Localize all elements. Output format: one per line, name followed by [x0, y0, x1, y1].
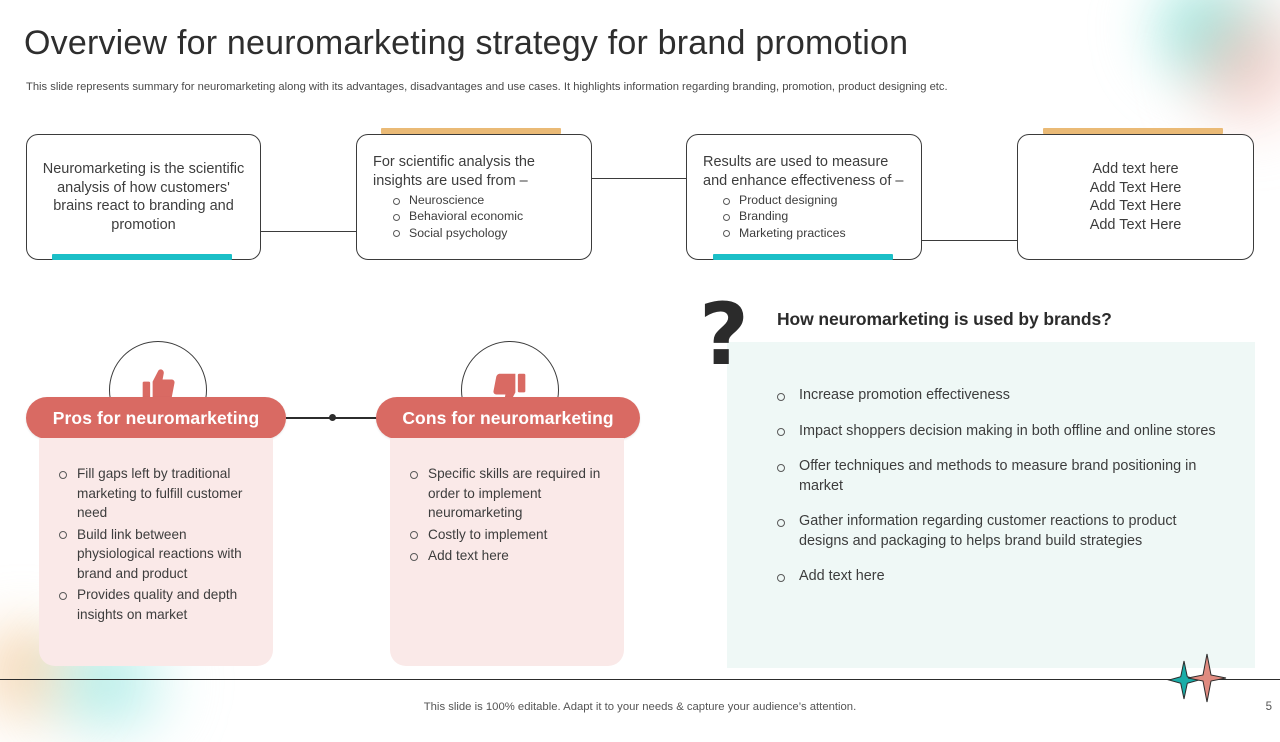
pros-body: Fill gaps left by traditional marketing … [39, 438, 273, 666]
list-item: Build link between physiological reactio… [53, 525, 257, 584]
flow-box-placeholder[interactable]: Add text here Add Text Here Add Text Her… [1017, 134, 1254, 260]
list-item: Fill gaps left by traditional marketing … [53, 464, 257, 523]
list-item: Provides quality and depth insights on m… [53, 585, 257, 624]
list-item: Gather information regarding customer re… [773, 512, 1227, 551]
list-item: Add text here [773, 567, 1227, 587]
thumbs-up-icon [142, 369, 175, 401]
list-item: Add text here [404, 546, 608, 566]
flow-box-definition-text: Neuromarketing is the scientific analysi… [42, 161, 245, 233]
flow-box-scientific-analysis-list: Neuroscience Behavioral economic Social … [367, 192, 581, 241]
cons-label-pill[interactable]: Cons for neuromarketing [376, 397, 640, 439]
list-item: Specific skills are required in order to… [404, 464, 608, 523]
question-heading: How neuromarketing is used by brands? [777, 309, 1112, 329]
list-item: Branding [697, 208, 911, 224]
flow-box-placeholder-line-3: Add Text Here [1089, 198, 1182, 214]
footer-note: This slide is 100% editable. Adapt it to… [423, 701, 857, 713]
question-list: Increase promotion effectiveness Impact … [727, 342, 1255, 587]
question-mark-icon: ? [699, 285, 749, 385]
flow-box-scientific-analysis[interactable]: For scientific analysis the insights are… [356, 134, 592, 260]
thumbs-down-icon [493, 373, 526, 405]
question-panel: Increase promotion effectiveness Impact … [727, 342, 1255, 668]
decor-blob-top-right-pink [1185, 0, 1280, 145]
list-item: Impact shoppers decision making in both … [773, 422, 1227, 442]
pros-list: Fill gaps left by traditional marketing … [39, 438, 273, 636]
pros-cons-connector-dot [329, 414, 336, 421]
list-item: Costly to implement [404, 525, 608, 545]
connector-box1-box2 [256, 190, 366, 232]
accent-bar-box2 [381, 128, 561, 134]
cons-body: Specific skills are required in order to… [390, 438, 624, 666]
pros-label-pill[interactable]: Pros for neuromarketing [26, 397, 286, 439]
flow-box-results-list: Product designing Branding Marketing pra… [697, 192, 911, 241]
list-item: Marketing practices [697, 225, 911, 241]
list-item: Behavioral economic [367, 208, 581, 224]
page-number: 5 [1265, 701, 1272, 713]
cons-list: Specific skills are required in order to… [390, 438, 624, 578]
decor-blob-top-right-teal [1140, 0, 1280, 90]
flow-box-placeholder-line-2: Add Text Here [1089, 179, 1182, 196]
sparkle-icon-red [1187, 653, 1227, 703]
accent-bar-box4 [1043, 128, 1223, 134]
list-item: Neuroscience [367, 192, 581, 208]
connector-box2-box3 [587, 178, 697, 220]
list-item: Offer techniques and methods to measure … [773, 457, 1227, 496]
connector-box3-box4 [917, 197, 1027, 241]
page-subtitle: This slide represents summary for neurom… [26, 81, 948, 93]
footer-divider [0, 679, 1280, 681]
flow-box-scientific-analysis-text: For scientific analysis the insights are… [373, 154, 535, 189]
flow-box-placeholder-line-1: Add text here [1092, 161, 1179, 177]
list-item: Increase promotion effectiveness [773, 386, 1227, 406]
flow-box-definition[interactable]: Neuromarketing is the scientific analysi… [26, 134, 261, 260]
flow-box-results[interactable]: Results are used to measure and enhance … [686, 134, 922, 260]
accent-bar-box1 [52, 254, 232, 260]
list-item: Product designing [697, 192, 911, 208]
flow-box-results-text: Results are used to measure and enhance … [703, 154, 904, 189]
accent-bar-box3 [713, 254, 893, 260]
list-item: Social psychology [367, 225, 581, 241]
flow-box-placeholder-line-4: Add Text Here [1089, 216, 1182, 233]
page-title: Overview for neuromarketing strategy for… [24, 24, 909, 62]
